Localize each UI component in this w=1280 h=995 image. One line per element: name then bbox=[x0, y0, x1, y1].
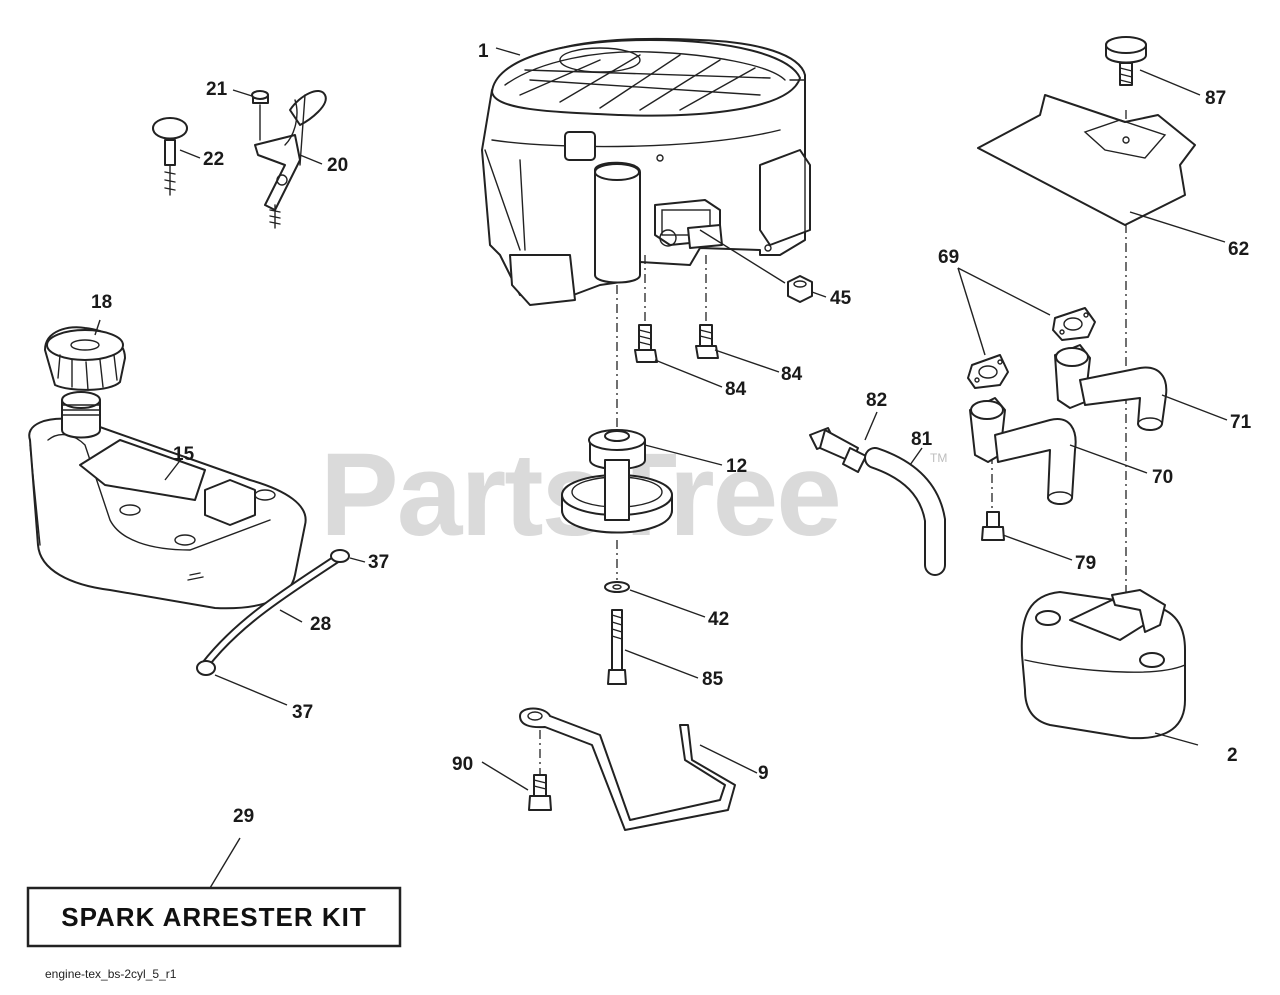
bolt-84-left[interactable] bbox=[634, 324, 658, 363]
fitting-82[interactable] bbox=[809, 427, 867, 473]
callouts: 1 2 9 12 15 18 20 21 22 28 29 37 37 42 4… bbox=[91, 41, 1252, 827]
pulley-12[interactable] bbox=[561, 429, 673, 534]
control-20[interactable] bbox=[254, 90, 327, 229]
engine[interactable] bbox=[481, 37, 811, 306]
callout-12[interactable]: 12 bbox=[726, 456, 747, 477]
fuel-line-28[interactable] bbox=[200, 553, 343, 670]
gasket-69-front[interactable] bbox=[967, 354, 1009, 389]
callout-28[interactable]: 28 bbox=[310, 614, 331, 635]
callout-81[interactable]: 81 bbox=[911, 429, 933, 450]
clamp-37-bottom[interactable] bbox=[196, 660, 216, 676]
screw-21[interactable] bbox=[251, 90, 269, 104]
callout-82[interactable]: 82 bbox=[866, 390, 887, 411]
callout-20[interactable]: 20 bbox=[327, 155, 348, 176]
callout-45[interactable]: 45 bbox=[830, 288, 852, 309]
diagram-id: engine-tex_bs-2cyl_5_r1 bbox=[45, 967, 177, 981]
bolt-85[interactable] bbox=[607, 609, 627, 685]
fuel-cap-18[interactable] bbox=[44, 326, 126, 391]
fuel-tank-15[interactable] bbox=[28, 391, 307, 610]
callout-37-bottom[interactable]: 37 bbox=[292, 702, 313, 723]
callout-71[interactable]: 71 bbox=[1230, 412, 1252, 433]
gasket-69-rear[interactable] bbox=[1052, 307, 1096, 341]
hose-81[interactable] bbox=[864, 447, 946, 576]
kit-label: SPARK ARRESTER KIT bbox=[61, 902, 366, 932]
callout-37-top[interactable]: 37 bbox=[368, 552, 389, 573]
watermark-trademark: TM bbox=[930, 451, 947, 465]
callout-42[interactable]: 42 bbox=[708, 609, 729, 630]
bolt-90[interactable] bbox=[528, 774, 552, 811]
clamp-37-top[interactable] bbox=[330, 549, 350, 563]
callout-15[interactable]: 15 bbox=[173, 444, 195, 465]
bolt-84-right[interactable] bbox=[695, 324, 719, 359]
callout-87[interactable]: 87 bbox=[1205, 88, 1226, 109]
leader-lines bbox=[94, 47, 1228, 889]
callout-90[interactable]: 90 bbox=[452, 754, 473, 775]
callout-69[interactable]: 69 bbox=[938, 247, 959, 268]
knob-22[interactable] bbox=[152, 117, 188, 196]
callout-85[interactable]: 85 bbox=[702, 669, 724, 690]
callout-9[interactable]: 9 bbox=[758, 763, 769, 784]
callout-1[interactable]: 1 bbox=[478, 41, 489, 62]
heat-shield-62[interactable] bbox=[977, 94, 1196, 226]
exhaust-pipe-70[interactable] bbox=[969, 397, 1077, 505]
callout-70[interactable]: 70 bbox=[1152, 467, 1173, 488]
callout-79[interactable]: 79 bbox=[1075, 553, 1096, 574]
washer-42[interactable] bbox=[604, 581, 630, 593]
callout-84-right[interactable]: 84 bbox=[781, 364, 803, 385]
exhaust-pipe-71[interactable] bbox=[1054, 344, 1168, 431]
bolt-87[interactable] bbox=[1105, 36, 1147, 86]
callout-18[interactable]: 18 bbox=[91, 292, 112, 313]
bracket-9[interactable] bbox=[519, 707, 736, 831]
nut-45[interactable] bbox=[787, 275, 813, 303]
callout-22[interactable]: 22 bbox=[203, 149, 224, 170]
callout-29[interactable]: 29 bbox=[233, 806, 254, 827]
spark-arrester-kit[interactable]: SPARK ARRESTER KIT bbox=[26, 886, 402, 948]
callout-62[interactable]: 62 bbox=[1228, 239, 1249, 260]
callout-2[interactable]: 2 bbox=[1227, 745, 1238, 766]
muffler-2[interactable] bbox=[1020, 589, 1186, 740]
callout-21[interactable]: 21 bbox=[206, 79, 228, 100]
callout-84-left[interactable]: 84 bbox=[725, 379, 747, 400]
bolt-79[interactable] bbox=[981, 511, 1005, 541]
